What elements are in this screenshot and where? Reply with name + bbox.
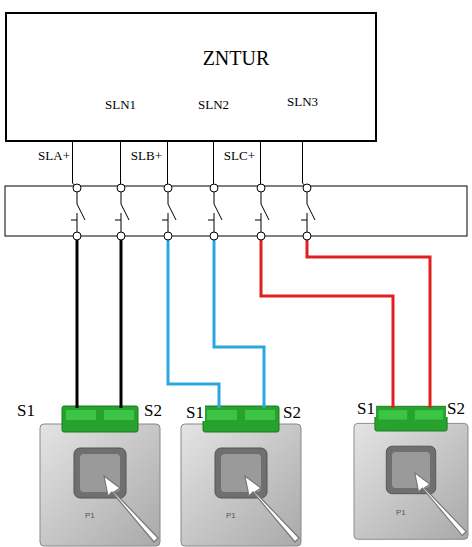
- primary-mark: P1: [225, 512, 237, 520]
- primary-mark: P1: [395, 509, 407, 517]
- signal-name: SLA+: [37, 149, 71, 162]
- signal-name: SLN2: [197, 98, 230, 111]
- signal-name: SLN1: [104, 98, 137, 111]
- terminal-label: S1: [16, 402, 36, 419]
- terminal-label: S1: [356, 400, 376, 417]
- terminal-label: S2: [282, 404, 302, 421]
- primary-mark: P1: [84, 512, 96, 520]
- signal-name: SLC+: [223, 149, 256, 162]
- device-name: ZNTUR: [203, 47, 270, 70]
- signal-name: SLN3: [286, 95, 319, 108]
- terminal-label: S2: [446, 400, 466, 417]
- signal-name: SLB+: [130, 149, 163, 162]
- terminal-label: S2: [143, 402, 163, 419]
- meter-box: ZNTUR: [5, 12, 377, 142]
- terminal-label: S1: [185, 404, 205, 421]
